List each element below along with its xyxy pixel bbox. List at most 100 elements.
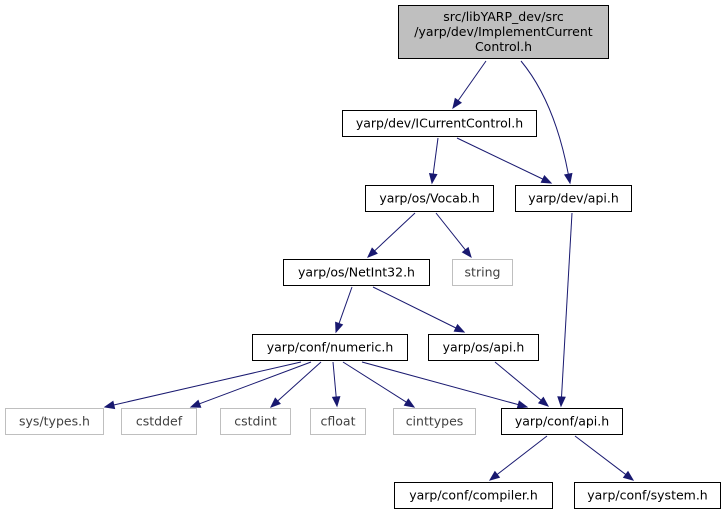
- node-cinttypes-label-line: cinttypes: [406, 414, 464, 429]
- node-cfloat-label-line: cfloat: [321, 414, 356, 429]
- edge-root-to-icurrent-line: [457, 60, 487, 101]
- edge-numeric-to-cstdint-arrowhead: [269, 397, 281, 408]
- node-cstdint-box: [220, 408, 291, 435]
- edge-vocab-to-netint: [367, 212, 416, 258]
- edge-icurrent-to-vocab-line: [432, 137, 439, 175]
- edge-confapi-to-system-arrowhead: [622, 470, 635, 481]
- edge-root-to-icurrent: [452, 60, 487, 110]
- edge-numeric-to-cinttypes: [342, 361, 416, 408]
- edge-numeric-to-systypes: [103, 361, 302, 410]
- edge-root-to-devapi-line: [520, 60, 569, 175]
- graph-edges: [103, 60, 635, 481]
- edge-numeric-to-cstddef: [189, 361, 312, 408]
- edge-numeric-to-cstddef-line: [199, 361, 312, 405]
- edge-icurrent-to-devapi: [456, 137, 553, 184]
- edge-osapi-to-confapi-arrowhead: [537, 396, 550, 407]
- node-system-label-line: yarp/conf/system.h: [587, 488, 707, 503]
- node-icurrent[interactable]: yarp/dev/ICurrentControl.h: [342, 110, 537, 137]
- edge-confapi-to-system-line: [574, 435, 627, 475]
- edge-root-to-devapi-arrowhead: [563, 172, 573, 185]
- node-icurrent-label-line: yarp/dev/ICurrentControl.h: [356, 116, 523, 131]
- edge-netint-to-osapi: [372, 286, 466, 333]
- node-netint-label-line: yarp/os/NetInt32.h: [298, 265, 415, 280]
- edge-numeric-to-confapi-line: [361, 361, 519, 406]
- node-confapi-box: [501, 408, 623, 435]
- edge-numeric-to-cfloat-line: [332, 361, 337, 398]
- node-cfloat-box: [310, 408, 366, 435]
- node-icurrent-box: [342, 110, 537, 137]
- node-compiler[interactable]: yarp/conf/compiler.h: [394, 482, 553, 509]
- edge-numeric-to-cstdint-line: [277, 361, 322, 402]
- node-numeric[interactable]: yarp/conf/numeric.h: [252, 334, 408, 361]
- node-confapi[interactable]: yarp/conf/api.h: [501, 408, 623, 435]
- edge-devapi-to-confapi-line: [561, 212, 573, 398]
- node-cstdint: cstdint: [220, 408, 291, 435]
- node-compiler-label-line: yarp/conf/compiler.h: [409, 488, 538, 503]
- node-cstddef-label-line: cstddef: [136, 414, 183, 429]
- node-root-label-line: /yarp/dev/ImplementCurrent: [414, 24, 592, 39]
- node-vocab-label-line: yarp/os/Vocab.h: [379, 191, 479, 206]
- node-cstddef-box: [121, 408, 197, 435]
- edge-osapi-to-confapi-line: [494, 361, 542, 401]
- edge-devapi-to-confapi-arrowhead: [557, 396, 566, 408]
- node-confapi-label-line: yarp/conf/api.h: [515, 414, 609, 429]
- node-cfloat: cfloat: [310, 408, 366, 435]
- edge-icurrent-to-devapi-line: [456, 137, 544, 180]
- edge-vocab-to-netint-arrowhead: [367, 247, 378, 258]
- node-devapi-label-line: yarp/dev/api.h: [528, 191, 619, 206]
- edge-confapi-to-compiler: [488, 435, 548, 481]
- edge-numeric-to-cstdint: [269, 361, 322, 408]
- graph-nodes: src/libYARP_dev/src/yarp/dev/ImplementCu…: [5, 5, 721, 509]
- edge-netint-to-numeric: [335, 286, 353, 334]
- edge-root-to-icurrent-arrowhead: [452, 97, 463, 110]
- edge-numeric-to-confapi: [361, 361, 529, 409]
- node-osapi-box: [428, 334, 539, 361]
- edge-netint-to-numeric-line: [338, 286, 353, 324]
- edge-numeric-to-systypes-arrowhead: [103, 400, 116, 410]
- node-root-label-line: src/libYARP_dev/src: [443, 9, 564, 24]
- node-devapi-box: [515, 185, 632, 212]
- node-vocab[interactable]: yarp/os/Vocab.h: [365, 185, 494, 212]
- node-string: string: [452, 259, 513, 286]
- node-root-label-line: Control.h: [475, 39, 532, 54]
- edge-icurrent-to-devapi-arrowhead: [540, 174, 553, 184]
- node-root[interactable]: src/libYARP_dev/src/yarp/dev/ImplementCu…: [398, 5, 609, 59]
- edge-devapi-to-confapi: [557, 212, 573, 408]
- node-numeric-box: [252, 334, 408, 361]
- node-systypes-box: [5, 408, 104, 435]
- edge-numeric-to-cfloat-arrowhead: [331, 396, 341, 408]
- node-numeric-label-line: yarp/conf/numeric.h: [267, 340, 394, 355]
- node-compiler-box: [394, 482, 553, 509]
- edge-vocab-to-string-line: [435, 212, 466, 251]
- edge-confapi-to-compiler-arrowhead: [488, 470, 501, 481]
- edge-numeric-to-cinttypes-arrowhead: [403, 398, 416, 408]
- node-osapi[interactable]: yarp/os/api.h: [428, 334, 539, 361]
- node-netint-box: [283, 259, 430, 286]
- edge-numeric-to-cinttypes-line: [342, 361, 407, 403]
- node-system[interactable]: yarp/conf/system.h: [574, 482, 721, 509]
- node-cinttypes: cinttypes: [393, 408, 476, 435]
- edge-osapi-to-confapi: [494, 361, 550, 407]
- edge-confapi-to-compiler-line: [496, 435, 548, 475]
- node-systypes-label-line: sys/types.h: [19, 414, 90, 429]
- edge-numeric-to-cfloat: [331, 361, 341, 408]
- edge-vocab-to-string-arrowhead: [461, 246, 472, 259]
- edge-vocab-to-string: [435, 212, 472, 259]
- node-cstddef: cstddef: [121, 408, 197, 435]
- node-osapi-label-line: yarp/os/api.h: [443, 340, 525, 355]
- node-vocab-box: [365, 185, 494, 212]
- edge-netint-to-osapi-line: [372, 286, 457, 329]
- edge-numeric-to-confapi-arrowhead: [516, 400, 529, 409]
- node-devapi[interactable]: yarp/dev/api.h: [515, 185, 632, 212]
- edge-vocab-to-netint-line: [374, 212, 416, 252]
- node-cstdint-label-line: cstdint: [234, 414, 277, 429]
- edge-icurrent-to-vocab-arrowhead: [428, 173, 438, 185]
- edge-numeric-to-systypes-line: [113, 361, 302, 406]
- node-string-box: [452, 259, 513, 286]
- edge-icurrent-to-vocab: [428, 137, 439, 185]
- node-systypes: sys/types.h: [5, 408, 104, 435]
- node-cinttypes-box: [393, 408, 476, 435]
- node-system-box: [574, 482, 721, 509]
- node-netint[interactable]: yarp/os/NetInt32.h: [283, 259, 430, 286]
